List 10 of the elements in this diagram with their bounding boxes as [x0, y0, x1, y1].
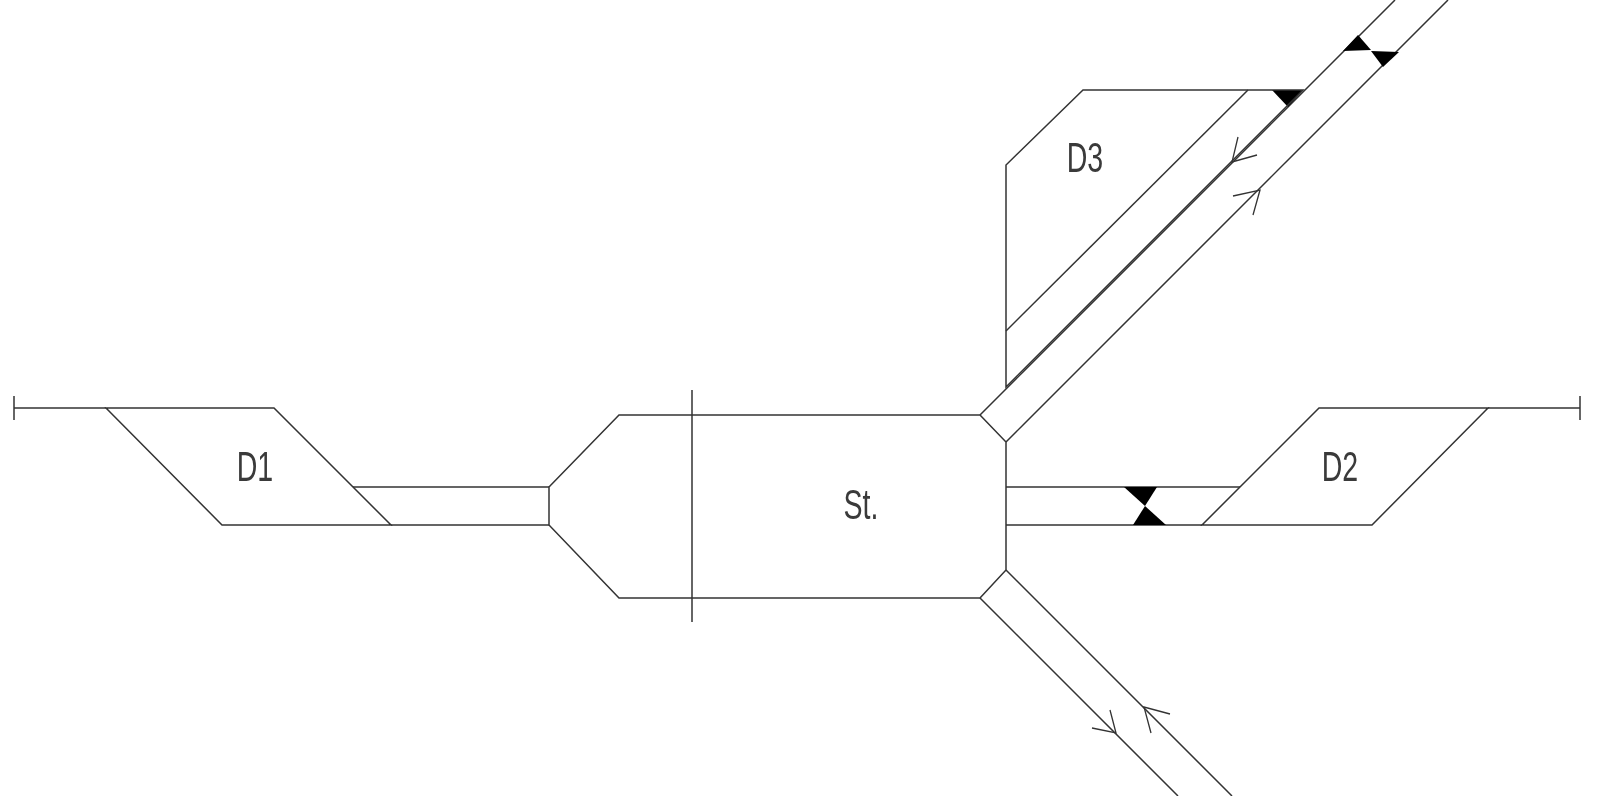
double-line-track [352, 486, 550, 526]
area-label: D2 [1321, 446, 1359, 488]
area-label: D3 [1066, 137, 1104, 179]
area-label: D1 [236, 446, 274, 488]
double-line-track [979, 569, 1233, 796]
area-label: St. [843, 484, 879, 526]
double-line-track [979, 0, 1449, 443]
line-connector [1487, 395, 1581, 421]
double-line-track [1005, 486, 1241, 526]
line-connector [13, 395, 107, 421]
